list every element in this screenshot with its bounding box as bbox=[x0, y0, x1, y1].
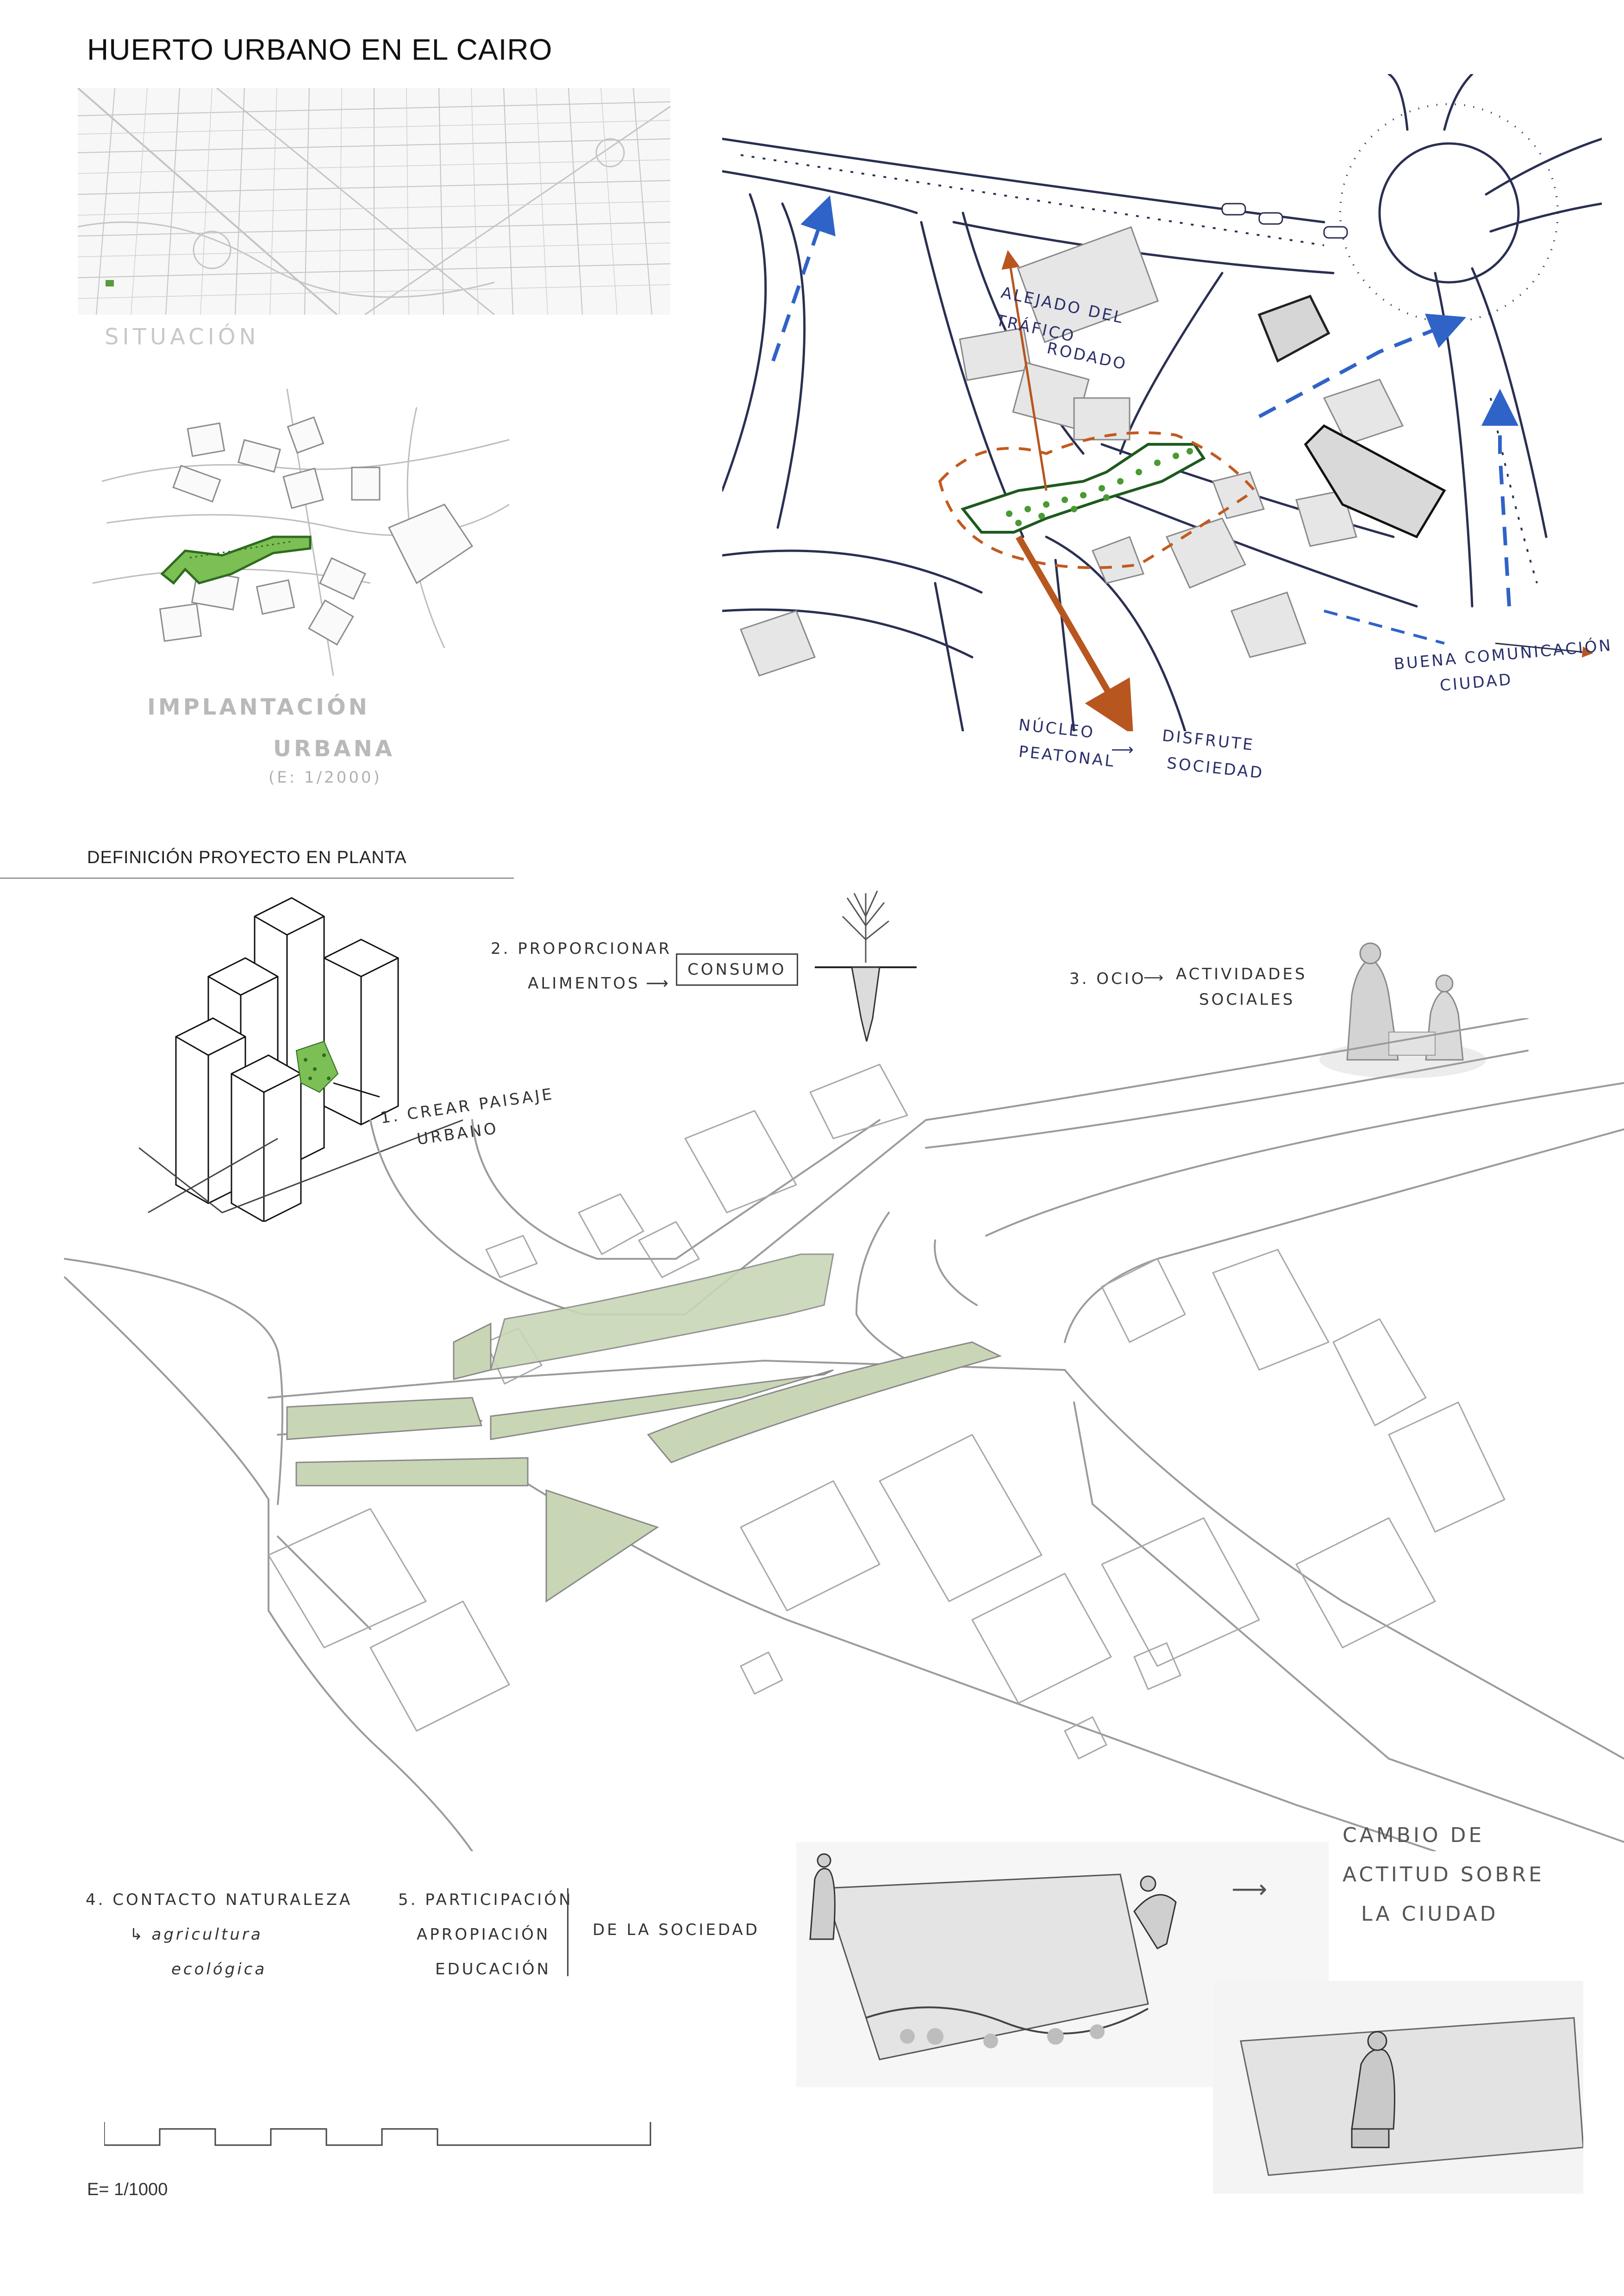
participation-sketch-2 bbox=[1213, 1981, 1583, 2194]
label-nucleo-2: PEATONAL bbox=[1018, 742, 1117, 771]
annotation-5-bracket bbox=[567, 1888, 568, 1976]
annotation-4-line2: ↳agricultura bbox=[130, 1925, 263, 1944]
arrow-glyph: ⟶ bbox=[1111, 740, 1136, 759]
annotation-5-side: DE LA SOCIEDAD bbox=[593, 1921, 760, 1939]
annotation-2-arrow: ⟶ bbox=[646, 975, 668, 992]
annotation-2-line2: ALIMENTOS bbox=[528, 974, 640, 993]
annotation-3-arrow: ⟶ bbox=[1143, 970, 1164, 985]
participation-sketch bbox=[796, 1842, 1329, 2087]
implantation-label-2: URBANA bbox=[273, 736, 395, 762]
implantation-label-1: IMPLANTACIÓN bbox=[147, 694, 370, 720]
situation-map bbox=[78, 88, 670, 315]
annotation-4-line1: 4. CONTACTO NATURALEZA bbox=[86, 1891, 353, 1909]
cambio-line3: LA CIUDAD bbox=[1361, 1902, 1499, 1926]
axonometric-sketch bbox=[139, 897, 463, 1222]
carrot-sketch bbox=[815, 890, 917, 1042]
annotation-3-line3: SOCIALES bbox=[1199, 990, 1295, 1009]
cambio-line1: CAMBIO DE bbox=[1343, 1823, 1485, 1847]
scale-bar bbox=[104, 2122, 651, 2146]
label-disfrute-2: SOCIEDAD bbox=[1166, 754, 1265, 783]
annotation-2-box: CONSUMO bbox=[676, 953, 798, 986]
annotation-2-line1: 2. PROPORCIONAR bbox=[491, 940, 672, 958]
annotation-3-line2: ACTIVIDADES bbox=[1176, 965, 1307, 983]
situacion-label: SITUACIÓN bbox=[105, 324, 260, 350]
cambio-arrow: ⟶ bbox=[1231, 1875, 1268, 1903]
people-sketch bbox=[1319, 942, 1486, 1078]
cambio-line2: ACTITUD SOBRE bbox=[1343, 1863, 1544, 1886]
annotation-5-line2: APROPIACIÓN bbox=[417, 1925, 550, 1944]
scale-label: E= 1/1000 bbox=[87, 2180, 168, 2199]
annotation-5-line3: EDUCACIÓN bbox=[435, 1960, 551, 1979]
project-plan bbox=[64, 1018, 1624, 1851]
page-title: HUERTO URBANO EN EL CAIRO bbox=[87, 33, 553, 66]
section-divider bbox=[0, 877, 514, 879]
annotation-4-line3: ecológica bbox=[171, 1960, 267, 1979]
urban-implantation-map bbox=[93, 389, 510, 676]
section-title: DEFINICIÓN PROYECTO EN PLANTA bbox=[87, 848, 407, 867]
annotation-3-line1: 3. OCIO bbox=[1069, 970, 1146, 988]
implantation-scale: (E: 1/2000) bbox=[269, 768, 382, 787]
annotation-5-line1: 5. PARTICIPACIÓN bbox=[398, 1891, 573, 1909]
site-analysis-sketch bbox=[722, 74, 1602, 731]
